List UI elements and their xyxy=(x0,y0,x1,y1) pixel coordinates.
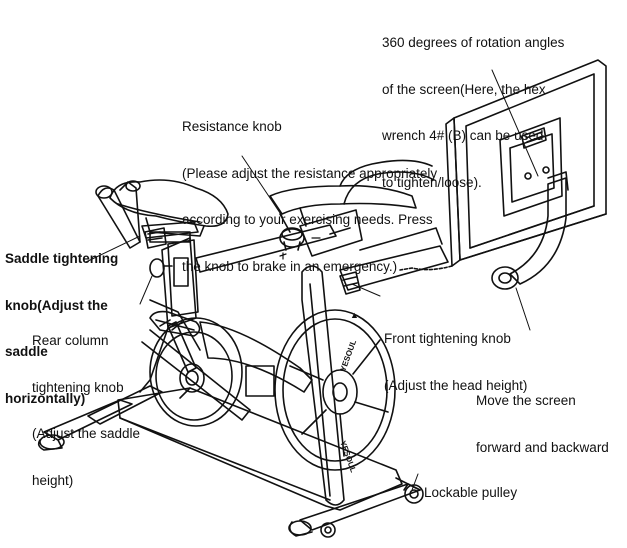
front-fork-tube xyxy=(301,265,345,506)
chain-guard xyxy=(199,321,313,397)
pedal xyxy=(149,310,201,337)
label-front-tightening: Front tightening knob (Adjust the head h… xyxy=(384,300,527,409)
label-line: according to your exercising needs. Pres… xyxy=(182,212,433,227)
label-line: Lockable pulley xyxy=(424,485,518,500)
screen-cable xyxy=(399,265,453,271)
label-line: horizontally) xyxy=(5,390,86,406)
flywheel-brand-top: YESOUL xyxy=(338,339,358,373)
label-line: wrench 4# (B) can be used xyxy=(382,128,544,143)
label-line: Rear column xyxy=(32,333,109,348)
label-line: Move the screen xyxy=(476,393,576,408)
label-saddle-tightening: Saddle tightening knob(Adjust the saddle… xyxy=(5,220,118,422)
saddle-tightening-knob xyxy=(144,227,167,249)
label-line: height) xyxy=(32,472,74,488)
screen-support-arm xyxy=(509,171,569,285)
label-lockable-pulley: Lockable pulley xyxy=(424,454,517,516)
screen-mount-bracket xyxy=(499,117,563,217)
label-line: tightening knob xyxy=(32,379,124,395)
label-line: 360 degrees of rotation angles xyxy=(382,35,565,50)
label-line: Resistance knob xyxy=(182,119,282,134)
resistance-knob xyxy=(279,227,321,260)
label-line: saddle xyxy=(5,344,48,359)
label-resistance-knob: Resistance knob (Please adjust the resis… xyxy=(182,88,437,290)
screen-slide-wheel xyxy=(491,266,519,290)
label-line: the knob to brake in an emergency.) xyxy=(182,258,398,274)
label-screen-rotation: 360 degrees of rotation angles of the sc… xyxy=(382,4,564,206)
seat-post xyxy=(167,239,199,317)
label-line: to tighten/loose). xyxy=(382,174,482,190)
head-post xyxy=(339,227,449,291)
drive-pulley xyxy=(149,317,243,427)
screen xyxy=(445,59,607,267)
label-line: (Adjust the saddle xyxy=(32,426,141,441)
label-line: Saddle tightening xyxy=(5,251,119,266)
flywheel xyxy=(274,309,396,471)
handlebar xyxy=(269,159,435,233)
label-rear-column: Rear column tightening knob (Adjust the … xyxy=(32,302,140,504)
front-caster xyxy=(320,522,336,538)
handlebar-stem xyxy=(299,209,363,257)
label-line: (Adjust the head height) xyxy=(384,377,528,393)
brand-badge: ▲ xyxy=(350,310,359,320)
label-line: knob(Adjust the xyxy=(5,297,108,313)
label-line: of the screen(Here, the hex xyxy=(382,81,546,97)
label-line: forward and backward xyxy=(476,439,609,455)
front-tightening-knob xyxy=(339,271,361,295)
front-stabilizer xyxy=(288,477,421,537)
rear-column-knob xyxy=(149,258,173,278)
label-line: Front tightening knob xyxy=(384,331,511,346)
leader-lines xyxy=(85,69,539,491)
seat-water-bottle-holder xyxy=(95,180,141,249)
label-move-screen: Move the screen forward and backward xyxy=(476,362,609,471)
label-line: (Please adjust the resistance appropriat… xyxy=(182,165,438,181)
